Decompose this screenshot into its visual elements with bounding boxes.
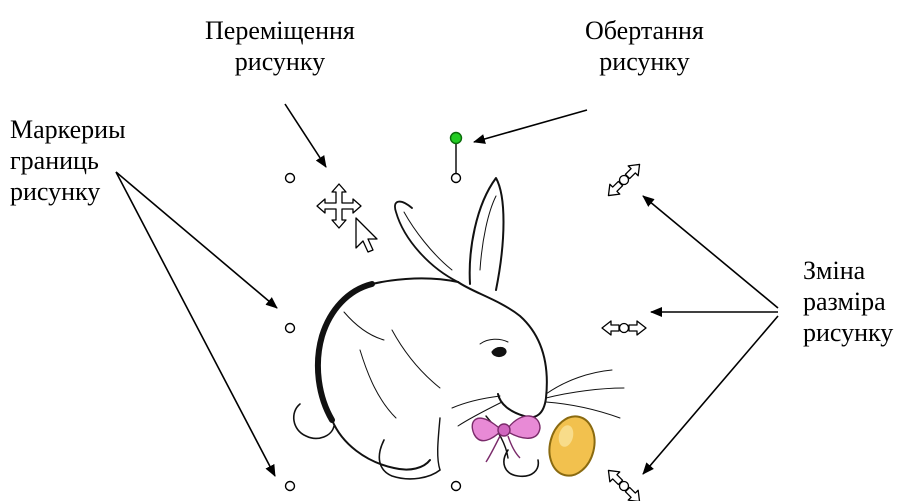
- handle-middle-left: [286, 324, 295, 333]
- callout-arrows: [116, 104, 778, 476]
- handle-bottom-left: [286, 482, 295, 491]
- arrow-move: [285, 104, 326, 167]
- arrow-marker-bottom: [116, 172, 275, 476]
- label-resize-picture: Зміна разміра рисунку: [803, 255, 893, 348]
- arrow-resize-bottom: [643, 316, 778, 474]
- handle-top-left: [286, 174, 295, 183]
- label-move-picture: Переміщення рисунку: [205, 15, 355, 77]
- arrow-rotate: [474, 110, 587, 142]
- resize-diagonal-bottom-icon: [603, 465, 644, 501]
- label-rotate-picture: Обертання рисунку: [585, 15, 704, 77]
- resize-horizontal-icon: [602, 321, 646, 335]
- resize-diagonal-icon: [603, 159, 644, 200]
- handle-bottom-center: [452, 482, 461, 491]
- egg-shape: [543, 412, 600, 481]
- arrow-marker-top: [116, 172, 277, 308]
- move-cursor-icon: [317, 184, 361, 228]
- label-border-markers: Маркериы границь рисунку: [10, 114, 126, 207]
- arrow-resize-top: [643, 196, 778, 308]
- rotate-handle-icon: [451, 133, 462, 175]
- arrow-pointer-icon: [356, 218, 377, 252]
- selection-handles: [286, 174, 461, 491]
- handle-top-center: [452, 174, 461, 183]
